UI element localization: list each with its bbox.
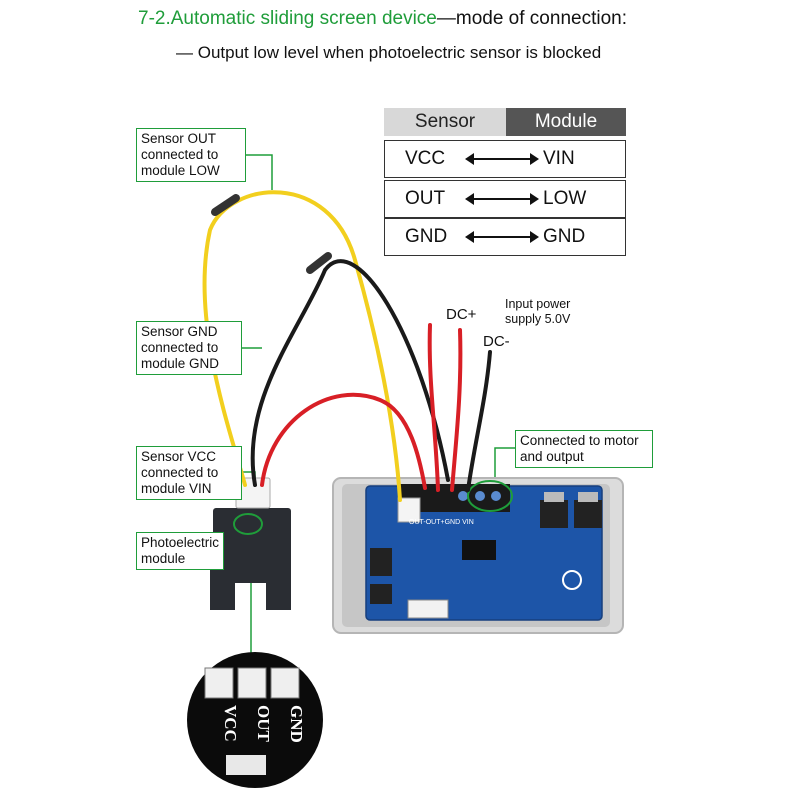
connection-table: Sensor Module VCC VIN OUT LOW GND GND [384,108,626,256]
sensor-cell: GND [405,226,448,247]
board-pin-label: OUT-OUT+GND VIN [409,519,474,526]
callout-photoelectric: Photoelectric module [136,532,224,570]
table-row: GND GND [384,218,626,256]
module-cell: GND [543,226,586,247]
driver-board: OUT-OUT+GND VIN [332,477,624,634]
sensor-pin-zoom [187,652,323,788]
page-subtitle: — Output low level when photoelectric se… [176,43,602,62]
dc-minus-label: DC- [483,333,510,350]
wires [202,190,492,502]
page-title: 7-2.Automatic sliding screen device—mode… [138,8,627,30]
callout-sensor-vcc: Sensor VCC connected to module VIN [136,446,242,500]
photoelectric-sensor [210,477,291,610]
zoom-pin-out: OUT [254,705,273,743]
module-cell: LOW [543,188,587,209]
input-power-label: Input power supply 5.0V [505,297,571,326]
table-row: VCC VIN [384,140,626,178]
double-arrow-icon [465,231,539,243]
callout-sensor-out: Sensor OUT connected to module LOW [136,128,246,182]
dc-plus-label: DC+ [446,306,477,323]
zoom-pin-vcc: VCC [221,705,240,742]
callout-sensor-gnd: Sensor GND connected to module GND [136,321,242,375]
title-suffix: —mode of connection: [436,8,627,29]
table-header: Sensor Module [384,108,626,136]
callout-motor: Connected to motor and output [515,430,653,468]
title-prefix: 7-2.Automatic sliding screen device [138,8,437,29]
double-arrow-icon [465,153,539,165]
col-module-header: Module [506,108,626,136]
module-cell: VIN [543,148,575,169]
double-arrow-icon [465,193,539,205]
table-row: OUT LOW [384,180,626,218]
sensor-cell: OUT [405,188,446,209]
col-sensor-header: Sensor [384,108,506,136]
sensor-cell: VCC [405,148,446,169]
zoom-pin-gnd: GND [287,705,306,743]
